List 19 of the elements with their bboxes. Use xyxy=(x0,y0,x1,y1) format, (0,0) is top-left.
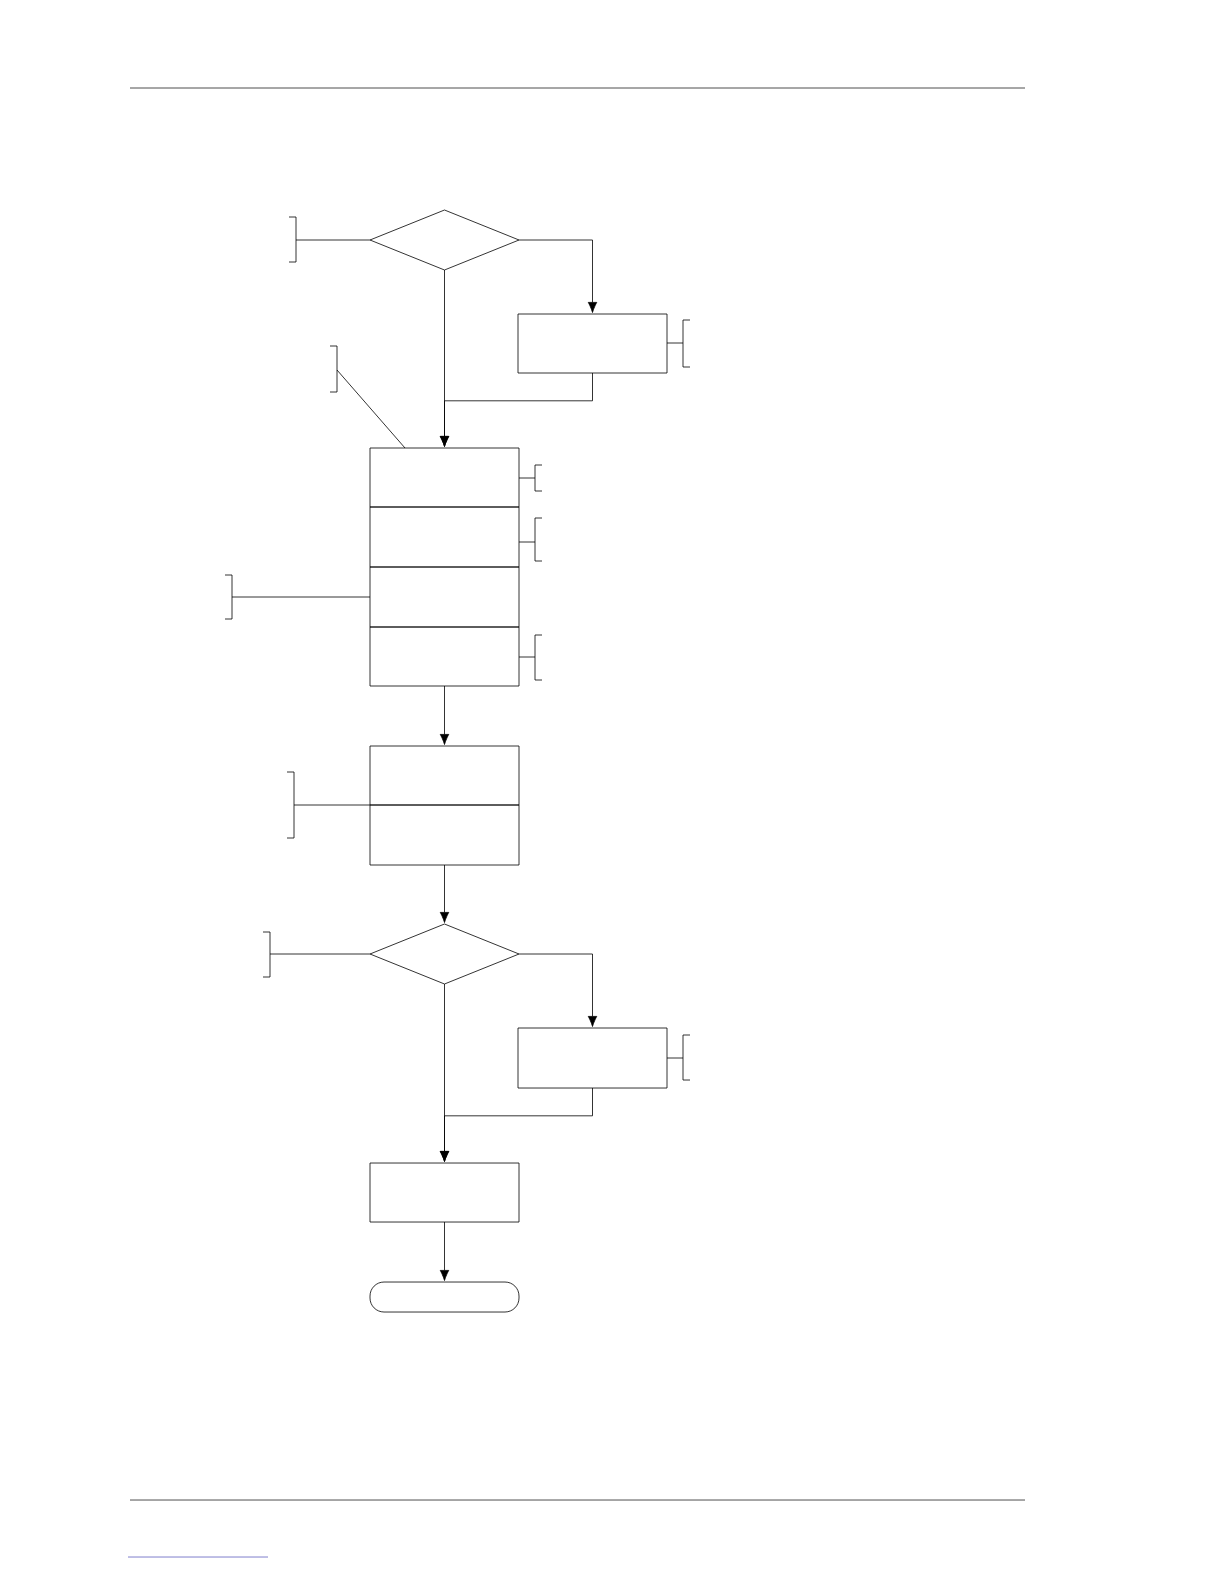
arrow xyxy=(518,953,598,1027)
arrow xyxy=(439,372,593,447)
arrow xyxy=(518,239,598,313)
card-box xyxy=(517,313,668,374)
process-box xyxy=(369,447,520,508)
arrow xyxy=(439,685,450,745)
process-box xyxy=(369,804,520,866)
decision-diamond xyxy=(369,923,520,985)
decision-diamond xyxy=(369,209,520,271)
process-box xyxy=(369,506,520,568)
process-box xyxy=(369,745,520,806)
process-box xyxy=(369,1162,520,1223)
terminator-box xyxy=(369,1281,520,1313)
process-box xyxy=(369,626,520,687)
arrow xyxy=(439,1221,450,1281)
process-box xyxy=(369,566,520,628)
card-box xyxy=(517,1027,668,1089)
arrow xyxy=(439,1087,593,1162)
arrow xyxy=(439,864,450,923)
